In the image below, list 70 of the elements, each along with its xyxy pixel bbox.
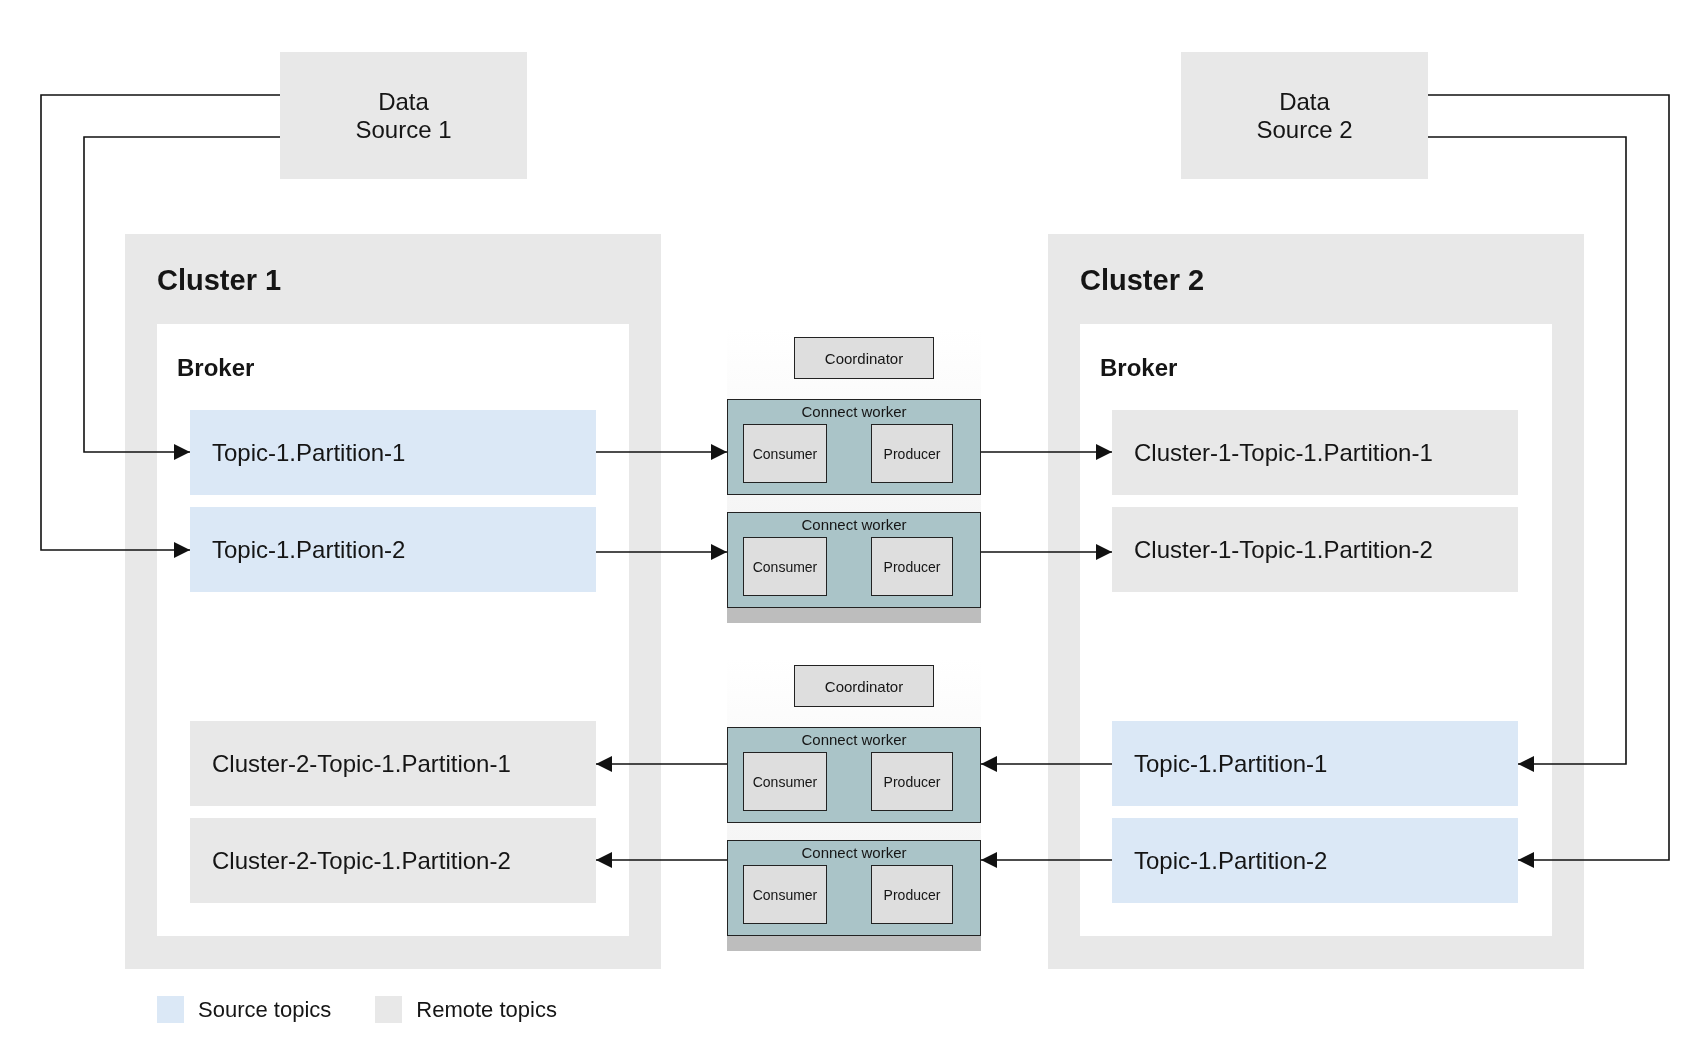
coordinator-box	[794, 665, 934, 707]
cluster-box	[125, 234, 661, 969]
client-box	[871, 865, 953, 924]
arrow	[595, 444, 728, 460]
arrow	[40, 94, 281, 558]
legend-label: Source topics	[198, 996, 332, 1023]
topic-box	[190, 507, 596, 592]
data-source-box	[280, 52, 527, 179]
client-box	[743, 752, 827, 811]
topic-label: Cluster-1-Topic-1.Partition-1	[1133, 438, 1433, 467]
topic-label: Topic-1.Partition-1	[211, 438, 406, 467]
topic-box	[1112, 507, 1518, 592]
client-label: Producer	[883, 558, 941, 575]
cluster-title: Cluster 2	[1080, 264, 1205, 297]
data-source-label: Data Source 1	[354, 87, 453, 144]
broker-title: Broker	[1100, 354, 1178, 382]
legend-label: Remote topics	[416, 996, 557, 1023]
topic-box	[1112, 818, 1518, 903]
worker-box	[727, 512, 981, 608]
cluster-box	[1048, 234, 1584, 969]
client-label: Consumer	[752, 886, 818, 903]
arrow	[980, 756, 1113, 772]
topic-label: Topic-1.Partition-2	[1133, 846, 1328, 875]
worker-box	[727, 399, 981, 495]
client-box	[743, 865, 827, 924]
arrow	[595, 756, 728, 772]
arrow	[1427, 136, 1627, 772]
topic-label: Topic-1.Partition-1	[1133, 749, 1328, 778]
coordinator-box	[794, 337, 934, 379]
data-source-label: Data Source 2	[1255, 87, 1354, 144]
topic-box	[1112, 721, 1518, 806]
client-box	[871, 424, 953, 483]
arrow	[980, 444, 1113, 460]
worker-title: Connect worker	[800, 844, 908, 861]
worker-title: Connect worker	[800, 403, 908, 420]
client-label: Consumer	[752, 558, 818, 575]
topic-label: Topic-1.Partition-2	[211, 535, 406, 564]
client-label: Producer	[883, 886, 941, 903]
client-label: Producer	[883, 445, 941, 462]
arrow	[1427, 94, 1670, 868]
worker-title: Connect worker	[800, 516, 908, 533]
broker-title: Broker	[177, 354, 255, 382]
topic-label: Cluster-1-Topic-1.Partition-2	[1133, 535, 1433, 564]
cluster-title: Cluster 1	[157, 264, 282, 297]
topic-box	[1112, 410, 1518, 495]
coordinator-label: Coordinator	[824, 677, 904, 695]
client-box	[871, 752, 953, 811]
worker-box	[727, 840, 981, 936]
worker-title: Connect worker	[800, 731, 908, 748]
arrow	[980, 852, 1113, 868]
coordinator-label: Coordinator	[824, 349, 904, 367]
data-source-box	[1181, 52, 1428, 179]
topic-label: Cluster-2-Topic-1.Partition-2	[211, 846, 511, 875]
client-label: Producer	[883, 773, 941, 790]
arrow	[595, 544, 728, 560]
worker-box	[727, 727, 981, 823]
client-box	[871, 537, 953, 596]
client-box	[743, 424, 827, 483]
topic-box	[190, 818, 596, 903]
client-label: Consumer	[752, 445, 818, 462]
client-box	[743, 537, 827, 596]
client-label: Consumer	[752, 773, 818, 790]
topic-box	[190, 721, 596, 806]
topic-label: Cluster-2-Topic-1.Partition-1	[211, 749, 511, 778]
arrow	[980, 544, 1113, 560]
topic-box	[190, 410, 596, 495]
arrow	[83, 136, 281, 460]
broker-box	[157, 324, 629, 936]
broker-box	[1080, 324, 1552, 936]
arrow	[595, 852, 728, 868]
